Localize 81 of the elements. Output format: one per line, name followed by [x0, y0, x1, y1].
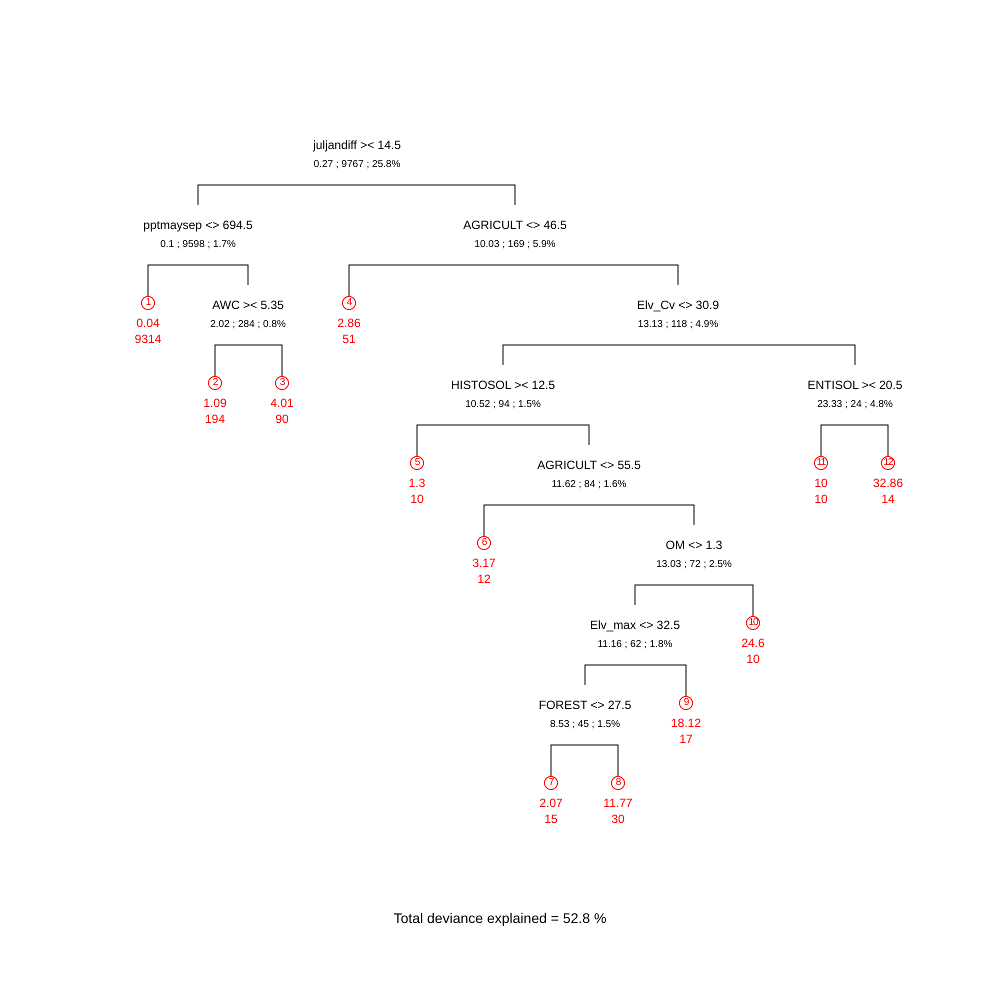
tree-branch — [248, 344, 282, 376]
leaf-count: 9314 — [134, 332, 162, 346]
leaf-value: 10 — [813, 476, 829, 490]
leaf-value: 1.3 — [408, 476, 426, 490]
node-stats: 0.27 ; 9767 ; 25.8% — [314, 158, 400, 172]
leaf-number: 4 — [342, 296, 356, 310]
split-rule: Elv_max <> 32.5 — [590, 618, 680, 633]
leaf-count: 90 — [274, 412, 290, 426]
leaf-number: 7 — [544, 776, 558, 790]
node-stats: 11.62 ; 84 ; 1.6% — [552, 478, 626, 492]
split-rule: FOREST <> 27.5 — [538, 698, 632, 713]
split-rule: Elv_Cv <> 30.9 — [636, 298, 720, 313]
leaf-value: 4.01 — [269, 396, 295, 410]
leaf-number: 2 — [208, 376, 222, 390]
split-rule: juljandiff >< 14.5 — [313, 138, 401, 153]
leaf-number: 12 — [881, 456, 895, 470]
node-stats: 0.1 ; 9598 ; 1.7% — [160, 238, 236, 252]
tree-branch — [550, 744, 586, 776]
leaf-value: 1.09 — [202, 396, 228, 410]
tree-branch — [484, 504, 590, 536]
leaf-count: 10 — [409, 492, 425, 506]
leaf-count: 15 — [543, 812, 559, 826]
node-stats: 13.13 ; 118 ; 4.9% — [638, 318, 718, 332]
node-stats: 2.02 ; 284 ; 0.8% — [210, 318, 286, 332]
leaf-number: 9 — [679, 696, 693, 710]
split-rule: OM <> 1.3 — [666, 538, 722, 553]
split-rule: pptmaysep <> 694.5 — [143, 218, 253, 233]
tree-branch — [854, 424, 888, 456]
split-rule: AWC >< 5.35 — [212, 298, 284, 313]
tree-branch — [416, 424, 504, 456]
leaf-count: 14 — [880, 492, 896, 506]
leaf-count: 12 — [476, 572, 492, 586]
leaf-count: 10 — [745, 652, 761, 666]
leaf-value: 18.12 — [670, 716, 702, 730]
leaf-value: 3.17 — [471, 556, 497, 570]
leaf-number: 11 — [814, 456, 828, 470]
leaf-count: 194 — [204, 412, 226, 426]
leaf-count: 17 — [678, 732, 694, 746]
leaf-count: 30 — [610, 812, 626, 826]
leaf-number: 1 — [141, 296, 155, 310]
leaf-value: 2.07 — [538, 796, 564, 810]
tree-branch — [678, 344, 856, 366]
leaf-count: 10 — [813, 492, 829, 506]
leaf-number: 5 — [410, 456, 424, 470]
tree-branch — [820, 424, 856, 456]
leaf-number: 6 — [477, 536, 491, 550]
leaf-number: 3 — [275, 376, 289, 390]
tree-branch — [214, 344, 248, 376]
tree-branch — [694, 584, 754, 616]
split-rule: HISTOSOL >< 12.5 — [450, 378, 556, 393]
tree-branch — [584, 664, 636, 686]
caption: Total deviance explained = 52.8 % — [394, 910, 606, 926]
leaf-value: 24.6 — [740, 636, 766, 650]
tree-branch — [348, 264, 516, 296]
tree-branch — [584, 744, 618, 776]
leaf-value: 11.77 — [602, 796, 634, 810]
tree-branch — [634, 584, 694, 606]
tree-branch — [588, 504, 694, 526]
tree-branch — [514, 264, 678, 286]
leaf-count: 51 — [341, 332, 357, 346]
node-stats: 10.03 ; 169 ; 5.9% — [474, 238, 556, 252]
tree-branch — [198, 264, 248, 286]
node-stats: 8.53 ; 45 ; 1.5% — [550, 718, 620, 732]
tree-branch — [634, 664, 686, 696]
tree-branch — [198, 184, 358, 206]
node-stats: 23.33 ; 24 ; 4.8% — [817, 398, 893, 412]
leaf-value: 32.86 — [872, 476, 904, 490]
node-stats: 13.03 ; 72 ; 2.5% — [656, 558, 732, 572]
node-stats: 11.16 ; 62 ; 1.8% — [598, 638, 672, 652]
split-rule: ENTISOL >< 20.5 — [808, 378, 902, 393]
tree-branch — [502, 424, 590, 446]
node-stats: 10.52 ; 94 ; 1.5% — [465, 398, 541, 412]
tree-branch — [502, 344, 678, 366]
leaf-value: 2.86 — [336, 316, 362, 330]
tree-branch — [356, 184, 516, 206]
tree-branch — [148, 264, 198, 296]
leaf-number: 8 — [611, 776, 625, 790]
leaf-value: 0.04 — [135, 316, 161, 330]
split-rule: AGRICULT <> 55.5 — [537, 458, 641, 473]
leaf-number: 10 — [746, 616, 760, 630]
split-rule: AGRICULT <> 46.5 — [463, 218, 567, 233]
